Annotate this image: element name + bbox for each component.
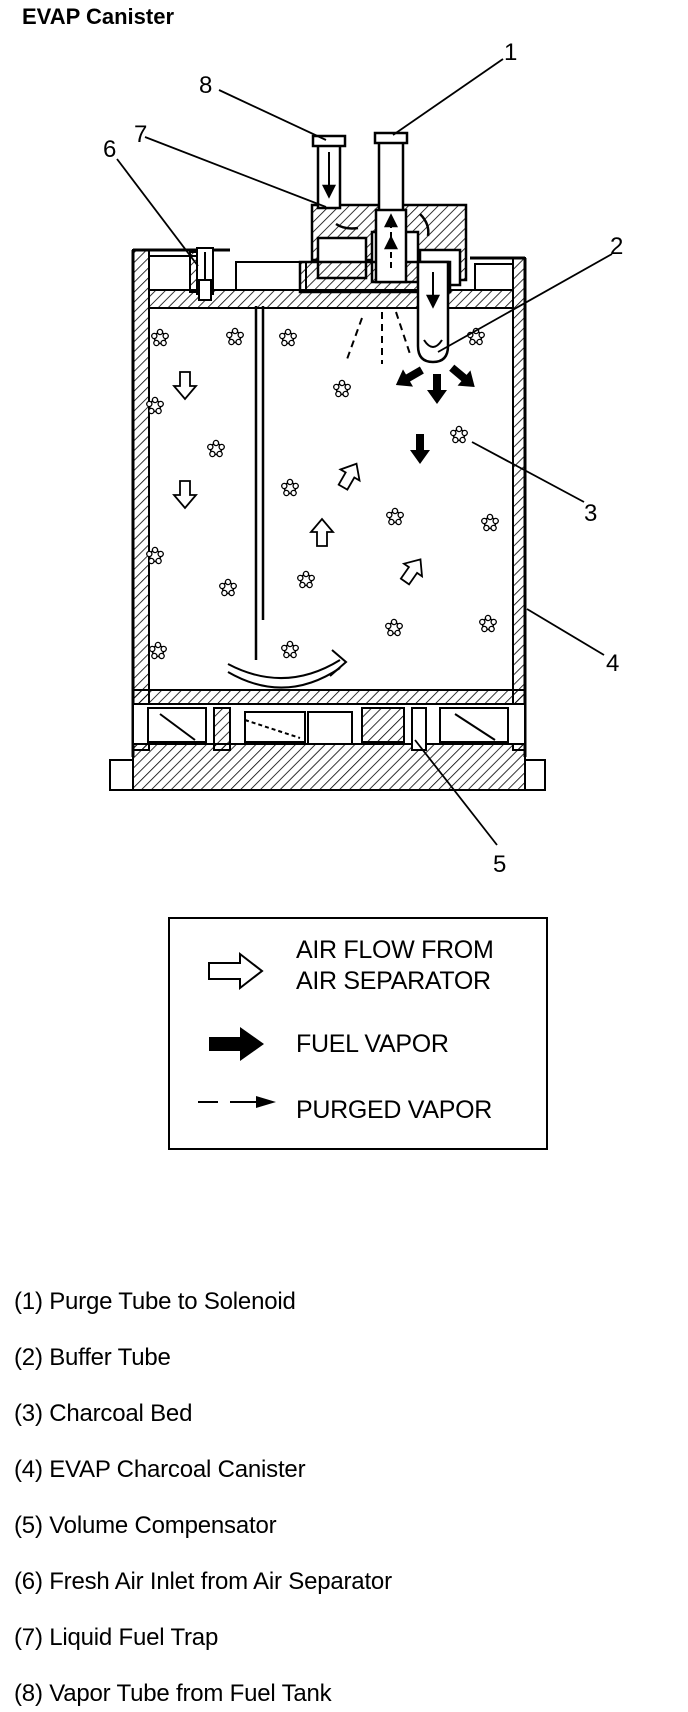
legend: AIR FLOW FROM AIR SEPARATOR FUEL VAPOR P… [168, 917, 548, 1150]
callout-5: 5 [493, 851, 506, 878]
air-flow-legend-line1: AIR FLOW FROM [296, 936, 494, 964]
caption-1: (1) Purge Tube to Solenoid [14, 1288, 296, 1315]
evap-canister-diagram: 1 2 3 4 5 6 7 8 [103, 39, 623, 878]
diagram-title: EVAP Canister [22, 4, 175, 29]
purged-vapor-legend-icon [198, 1096, 276, 1108]
caption-5: (5) Volume Compensator [14, 1512, 277, 1539]
vapor-tube [311, 134, 347, 210]
caption-2: (2) Buffer Tube [14, 1344, 171, 1371]
purge-tube [373, 131, 409, 284]
charcoal-granules [145, 327, 500, 660]
callout-1: 1 [504, 39, 517, 66]
fuel-vapor-legend-label: FUEL VAPOR [296, 1030, 449, 1058]
caption-3: (3) Charcoal Bed [14, 1400, 193, 1427]
callout-6: 6 [103, 136, 116, 163]
callout-3: 3 [584, 500, 597, 527]
callout-4: 4 [606, 650, 619, 677]
caption-4: (4) EVAP Charcoal Canister [14, 1456, 306, 1483]
leader-lines [116, 58, 613, 846]
air-flow-legend-icon [208, 951, 264, 991]
trap-flow-arrows [335, 213, 430, 237]
caption-8: (8) Vapor Tube from Fuel Tank [14, 1680, 332, 1707]
caption-6: (6) Fresh Air Inlet from Air Separator [14, 1568, 392, 1595]
partition-wall [254, 306, 265, 660]
caption-7: (7) Liquid Fuel Trap [14, 1624, 219, 1651]
canister-body [131, 248, 527, 757]
air-flow-arrows [173, 371, 431, 589]
fresh-air-inlet [196, 247, 214, 301]
fuel-vapor-arrows [390, 360, 482, 464]
callout-2: 2 [610, 233, 623, 260]
fuel-vapor-legend-icon [209, 1027, 264, 1061]
callout-7: 7 [134, 121, 147, 148]
air-flow-legend-line2: AIR SEPARATOR [296, 967, 491, 995]
callout-numbers: 1 2 3 4 5 6 7 8 [103, 39, 623, 878]
purged-vapor-lines [345, 311, 411, 364]
bottom-flow-arrow [227, 649, 348, 689]
purged-vapor-legend-label: PURGED VAPOR [296, 1096, 492, 1124]
volume-compensator [109, 689, 546, 791]
callout-8: 8 [199, 72, 212, 99]
buffer-tube [416, 260, 450, 364]
